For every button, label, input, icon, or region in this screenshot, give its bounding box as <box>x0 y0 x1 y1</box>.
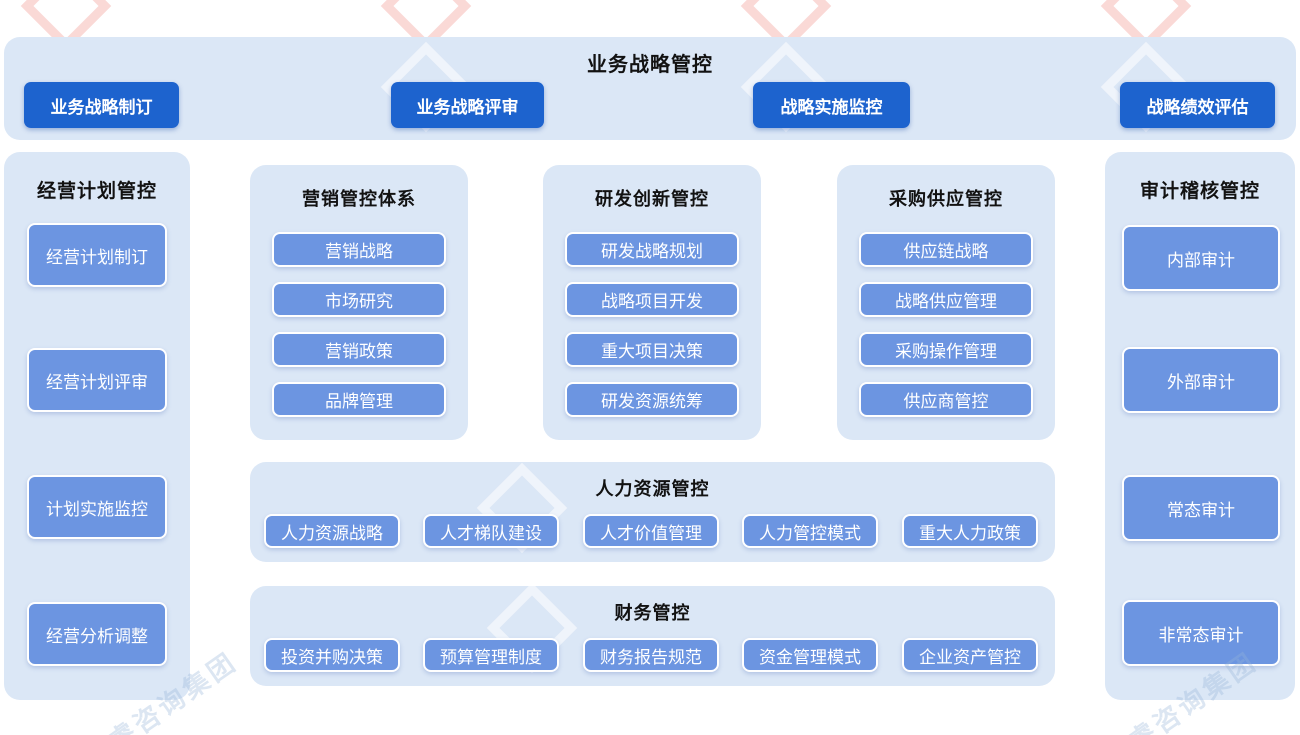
block-financial-reporting-standards: 财务报告规范 <box>583 638 719 672</box>
panel-title: 营销管控体系 <box>302 189 416 209</box>
block-hr-strategy: 人力资源战略 <box>264 514 400 548</box>
block-rnd-resource-coordination: 研发资源统筹 <box>565 382 739 417</box>
panel-hr-control: 人力资源管控 人力资源战略 人才梯队建设 人才价值管理 人力管控模式 重大人力政… <box>250 462 1055 562</box>
block-hr-control-model: 人力管控模式 <box>742 514 878 548</box>
block-business-strategy-formulation: 业务战略制订 <box>24 82 179 128</box>
block-plan-implementation-monitoring: 计划实施监控 <box>27 475 167 539</box>
block-business-strategy-review: 业务战略评审 <box>391 82 544 128</box>
block-regular-audit: 常态审计 <box>1122 475 1280 541</box>
block-internal-audit: 内部审计 <box>1122 225 1280 291</box>
block-talent-value-management: 人才价值管理 <box>583 514 719 548</box>
banner-title: 业务战略管控 <box>587 54 713 76</box>
block-budget-management-system: 预算管理制度 <box>423 638 559 672</box>
panel-procurement-supply-control: 采购供应管控 供应链战略 战略供应管理 采购操作管理 供应商管控 <box>837 165 1055 440</box>
block-rnd-strategy-planning: 研发战略规划 <box>565 232 739 267</box>
block-brand-management: 品牌管理 <box>272 382 446 417</box>
block-procurement-operation-management: 采购操作管理 <box>859 332 1033 367</box>
block-talent-pipeline-building: 人才梯队建设 <box>423 514 559 548</box>
panel-rnd-innovation-control: 研发创新管控 研发战略规划 战略项目开发 重大项目决策 研发资源统筹 <box>543 165 761 440</box>
block-marketing-strategy: 营销战略 <box>272 232 446 267</box>
panel-title: 采购供应管控 <box>889 189 1003 209</box>
block-major-hr-policy: 重大人力政策 <box>902 514 1038 548</box>
block-operating-plan-formulation: 经营计划制订 <box>27 223 167 287</box>
block-enterprise-asset-control: 企业资产管控 <box>902 638 1038 672</box>
block-strategic-supply-management: 战略供应管理 <box>859 282 1033 317</box>
block-strategy-implementation-monitoring: 战略实施监控 <box>753 82 910 128</box>
block-investment-ma-decision: 投资并购决策 <box>264 638 400 672</box>
block-operating-plan-review: 经营计划评审 <box>27 348 167 412</box>
panel-title: 审计稽核管控 <box>1139 181 1260 202</box>
block-market-research: 市场研究 <box>272 282 446 317</box>
panel-title: 经营计划管控 <box>36 181 157 202</box>
block-external-audit: 外部审计 <box>1122 347 1280 413</box>
panel-audit-control: 审计稽核管控 内部审计 外部审计 常态审计 非常态审计 <box>1105 152 1295 700</box>
panel-marketing-control: 营销管控体系 营销战略 市场研究 营销政策 品牌管理 <box>250 165 468 440</box>
panel-operating-plan-control: 经营计划管控 经营计划制订 经营计划评审 计划实施监控 经营分析调整 <box>4 152 190 700</box>
block-non-regular-audit: 非常态审计 <box>1122 600 1280 666</box>
block-supplier-control: 供应商管控 <box>859 382 1033 417</box>
block-marketing-policy: 营销政策 <box>272 332 446 367</box>
panel-title: 研发创新管控 <box>595 189 709 209</box>
block-strategy-performance-evaluation: 战略绩效评估 <box>1120 82 1275 128</box>
block-funds-management-model: 资金管理模式 <box>742 638 878 672</box>
panel-finance-control: 财务管控 投资并购决策 预算管理制度 财务报告规范 资金管理模式 企业资产管控 <box>250 582 1055 686</box>
block-supply-chain-strategy: 供应链战略 <box>859 232 1033 267</box>
block-major-project-decision: 重大项目决策 <box>565 332 739 367</box>
block-strategic-project-development: 战略项目开发 <box>565 282 739 317</box>
block-operating-analysis-adjustment: 经营分析调整 <box>27 602 167 666</box>
banner-business-strategy: 业务战略管控 业务战略制订 业务战略评审 战略实施监控 战略绩效评估 <box>4 37 1296 140</box>
panel-title: 财务管控 <box>614 603 691 623</box>
panel-title: 人力资源管控 <box>595 479 710 499</box>
